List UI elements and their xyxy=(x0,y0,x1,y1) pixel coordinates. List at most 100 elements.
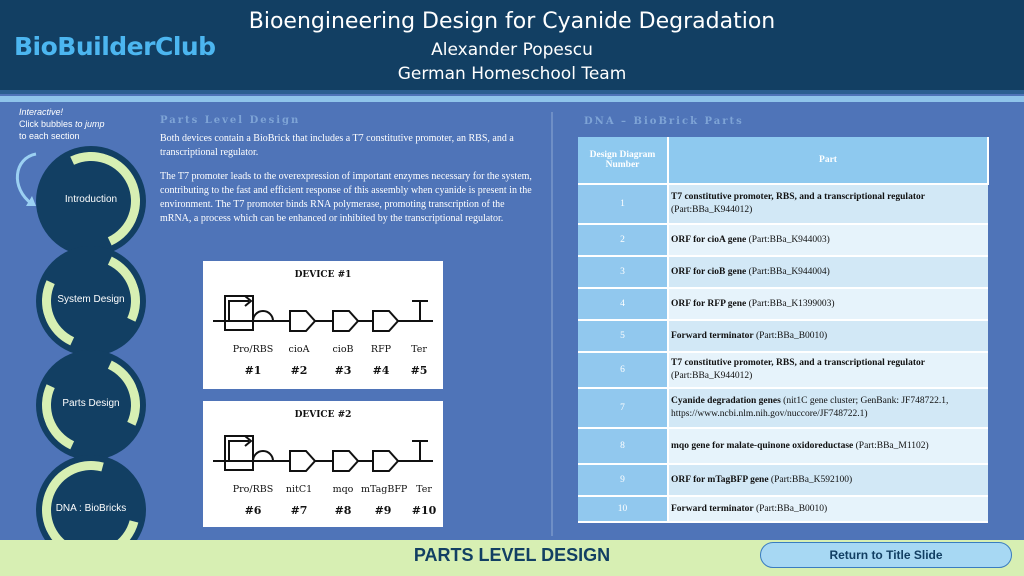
row-part: Forward terminator (Part:BBa_B0010) xyxy=(668,496,988,523)
table-header-row: Design Diagram Number Part xyxy=(578,137,989,185)
header-bar xyxy=(0,0,1024,94)
device-title: DEVICE #1 xyxy=(294,270,352,280)
nav-bubble-parts-design[interactable]: Parts Design xyxy=(28,342,154,468)
device-part-label: Ter xyxy=(411,344,427,355)
nav-hint-line2a: Click bubbles xyxy=(19,119,76,129)
column-header-number: Design Diagram Number xyxy=(578,137,669,185)
part-name: ORF for cioA gene xyxy=(671,234,747,245)
column-header-part: Part xyxy=(668,137,989,185)
device-part-number: #5 xyxy=(410,364,428,377)
row-part: T7 constitutive promoter, RBS, and a tra… xyxy=(668,352,988,389)
part-name: ORF for mTagBFP gene xyxy=(671,474,769,485)
row-number: 1 xyxy=(578,184,669,225)
part-id: (Part:BBa_B0010) xyxy=(755,503,828,514)
device-part-number: #8 xyxy=(334,504,352,517)
section-divider xyxy=(551,112,553,536)
part-id: (Part:BBa_K1399003) xyxy=(748,298,835,309)
device-part-label: mTagBFP xyxy=(361,484,408,495)
gene-circuit-icon xyxy=(213,295,433,332)
device-part-number: #2 xyxy=(290,364,308,377)
row-number: 6 xyxy=(578,352,669,389)
row-part: Cyanide degradation genes (nit1C gene cl… xyxy=(668,388,988,429)
device-part-label: cioA xyxy=(288,344,310,355)
device-part-number: #1 xyxy=(244,364,262,377)
part-id: (Part:BBa_K944012) xyxy=(671,371,753,381)
row-number: 5 xyxy=(578,320,669,353)
nav-hint: Interactive! Click bubbles to jump to ea… xyxy=(19,106,105,142)
header-strip xyxy=(0,96,1024,102)
footer-title: PARTS LEVEL DESIGN xyxy=(413,545,611,565)
row-number: 10 xyxy=(578,496,669,523)
part-name: Forward terminator xyxy=(671,330,754,341)
part-name: T7 constitutive promoter, RBS, and a tra… xyxy=(671,192,925,202)
slide-title: Bioengineering Design for Cyanide Degrad… xyxy=(248,9,776,34)
device-part-number: #9 xyxy=(374,504,392,517)
part-name: mqo gene for malate-quinone oxidoreducta… xyxy=(671,440,854,451)
logo: BioBuilderClub xyxy=(14,32,216,61)
bubble-label: System Design xyxy=(57,294,125,305)
row-part: mqo gene for malate-quinone oxidoreducta… xyxy=(668,428,988,465)
device-part-label: nitC1 xyxy=(285,484,313,495)
row-number: 4 xyxy=(578,288,669,321)
part-name: T7 constitutive promoter, RBS, and a tra… xyxy=(671,358,925,368)
return-to-title-button[interactable]: Return to Title Slide xyxy=(760,542,1012,568)
device-part-label: Pro/RBS xyxy=(232,344,274,355)
nav-hint-line2b: to jump xyxy=(75,119,105,129)
team-name: German Homeschool Team xyxy=(397,64,627,84)
row-part: ORF for mTagBFP gene (Part:BBa_K592100) xyxy=(668,464,988,497)
row-number: 3 xyxy=(578,256,669,289)
device-part-label: cioB xyxy=(332,344,354,355)
part-id: (Part:BBa_K944003) xyxy=(748,234,830,245)
nav-hint-line3: to each section xyxy=(19,131,80,141)
device-title: DEVICE #2 xyxy=(294,410,352,420)
row-part: ORF for RFP gene (Part:BBa_K1399003) xyxy=(668,288,988,321)
curved-arrow-icon xyxy=(15,152,37,206)
device-part-label: mqo xyxy=(332,484,354,495)
row-part: ORF for cioB gene (Part:BBa_K944004) xyxy=(668,256,988,289)
device-part-label: Ter xyxy=(416,484,432,495)
part-id: (Part:BBa_B0010) xyxy=(755,330,828,341)
device-part-label: Pro/RBS xyxy=(232,484,274,495)
part-id: (nit1C gene cluster; GenBank: JF748722.1… xyxy=(671,396,949,419)
gene-circuit-icon xyxy=(213,435,433,472)
row-part: ORF for cioA gene (Part:BBa_K944003) xyxy=(668,224,988,257)
part-name: Forward terminator xyxy=(671,503,754,514)
row-number: 2 xyxy=(578,224,669,257)
nav-bubble-introduction[interactable]: Introduction xyxy=(28,138,154,264)
device-part-number: #7 xyxy=(290,504,308,517)
device-1-diagram: DEVICE #1 Pro/RBS cioA cioB RFP Ter #1 #… xyxy=(203,261,443,389)
row-number: 8 xyxy=(578,428,669,465)
device-part-number: #4 xyxy=(372,364,390,377)
dna-heading: DNA – BioBrick Parts xyxy=(584,116,744,127)
row-part: Forward terminator (Part:BBa_B0010) xyxy=(668,320,988,353)
bubble-label: Parts Design xyxy=(62,398,120,409)
author-name: Alexander Popescu xyxy=(431,40,593,60)
part-name: ORF for cioB gene xyxy=(671,266,747,277)
parts-paragraph-2: The T7 promoter leads to the overexpress… xyxy=(160,171,532,224)
device-part-number: #6 xyxy=(244,504,262,517)
nav-hint-line1: Interactive! xyxy=(19,107,64,117)
part-id: (Part:BBa_M1102) xyxy=(855,440,929,451)
part-name: Cyanide degradation genes xyxy=(671,396,781,406)
device-part-label: RFP xyxy=(370,344,392,355)
parts-heading: Parts Level Design xyxy=(160,115,301,126)
part-id: (Part:BBa_K944004) xyxy=(748,266,830,277)
row-number: 7 xyxy=(578,388,669,429)
part-id: (Part:BBa_K944012) xyxy=(671,205,753,215)
nav-hint-line2: Click bubbles to jump xyxy=(19,118,105,130)
nav-bubble-system-design[interactable]: System Design xyxy=(28,238,154,364)
part-id: (Part:BBa_K592100) xyxy=(770,474,853,485)
device-part-number: #3 xyxy=(334,364,352,377)
